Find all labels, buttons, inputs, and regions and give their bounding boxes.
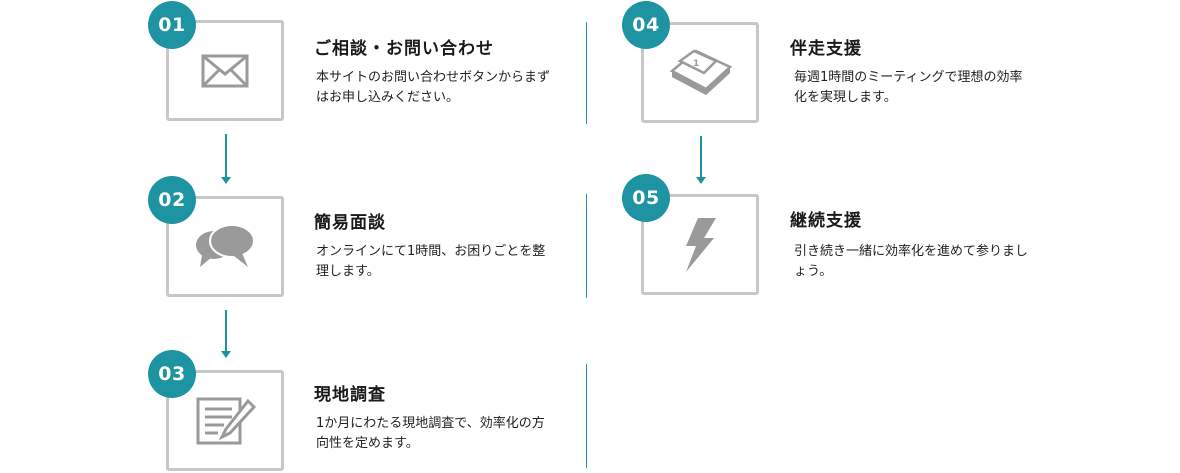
arrow-01-02 [221,134,231,184]
step-04-title: 伴走支援 [790,39,862,59]
step-03-desc: 1か月にわたる現地調査で、効率化の方向性を定めます。 [316,416,545,451]
center-divider-3 [586,364,587,468]
step-02-badge: 02 [148,176,196,224]
calendar-icon: 1 [669,49,733,95]
center-divider-1 [586,22,587,124]
svg-text:1: 1 [693,59,699,69]
step-01-desc: 本サイトのお問い合わせボタンからまずはお申し込みください。 [316,70,551,105]
step-03-badge: 03 [148,350,196,398]
arrow-02-03 [221,310,231,358]
center-divider-2 [586,194,587,298]
step-05-desc: 引き続き一緒に効率化を進めて参りましょう。 [794,244,1029,279]
step-01-badge: 01 [148,1,196,49]
step-02-desc: オンラインにて1時間、お困りごとを整理します。 [316,244,546,279]
step-05-title: 継続支援 [790,211,862,231]
step-04-desc: 毎週1時間のミーティングで理想の効率化を実現します。 [794,70,1023,105]
arrow-04-05 [696,136,706,184]
step-05-badge: 05 [622,174,670,222]
envelope-icon [201,54,249,87]
step-01-title: ご相談・お問い合わせ [314,39,494,59]
lightning-icon [686,217,716,272]
step-04-badge: 04 [622,1,670,49]
document-edit-icon [196,397,256,444]
speech-bubbles-icon [196,223,255,267]
step-02-icon-box [166,196,284,297]
step-02-title: 簡易面談 [314,213,386,233]
step-03-title: 現地調査 [314,385,386,405]
